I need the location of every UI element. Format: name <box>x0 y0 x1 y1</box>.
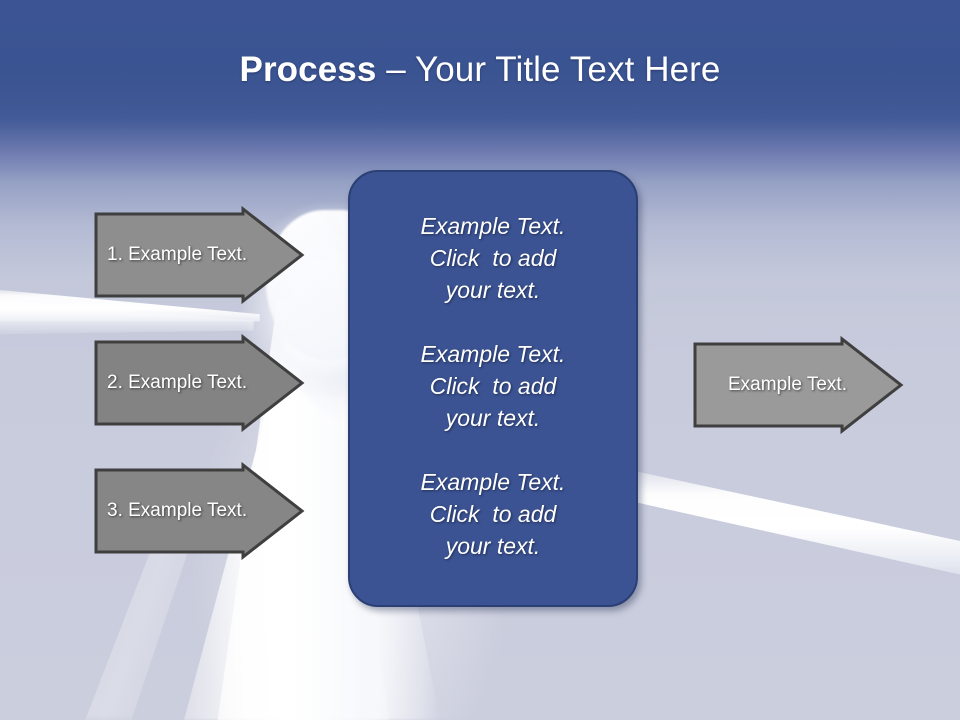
panel-text-block-2-line-3: your text. <box>445 405 541 431</box>
slide-title-strong: Process <box>239 50 377 89</box>
panel-text-block-3-line-3: your text. <box>445 533 541 559</box>
panel-text-block-3-line-1: Example Text. <box>420 469 566 495</box>
process-arrow-3[interactable]: 3. Example Text. <box>93 461 305 561</box>
arrow-right-icon <box>94 205 305 305</box>
panel-text-block-1-line-2: Click to add <box>429 245 557 271</box>
content-panel[interactable]: Example Text. Click to add your text. Ex… <box>348 170 638 607</box>
panel-text-block-2[interactable]: Example Text. Click to add your text. <box>350 338 636 434</box>
panel-text-block-1-line-3: your text. <box>445 277 541 303</box>
arrow-right-icon <box>94 333 305 433</box>
panel-text-block-1[interactable]: Example Text. Click to add your text. <box>350 210 636 306</box>
panel-text-block-3[interactable]: Example Text. Click to add your text. <box>350 466 636 562</box>
arrow-right-icon <box>94 461 305 561</box>
process-arrow-2[interactable]: 2. Example Text. <box>93 333 305 433</box>
panel-text-block-3-line-2: Click to add <box>429 501 557 527</box>
panel-text-block-2-line-2: Click to add <box>429 373 557 399</box>
content-panel-body: Example Text. Click to add your text. Ex… <box>350 172 636 605</box>
slide-title-rest: – Your Title Text Here <box>376 50 721 89</box>
panel-text-block-1-line-1: Example Text. <box>420 213 566 239</box>
slide-title: Process – Your Title Text Here <box>0 48 960 92</box>
panel-text-block-2-line-1: Example Text. <box>420 341 566 367</box>
arrow-right-icon <box>693 335 904 435</box>
process-arrow-1[interactable]: 1. Example Text. <box>93 205 305 305</box>
process-arrow-output[interactable]: Example Text. <box>692 335 904 435</box>
